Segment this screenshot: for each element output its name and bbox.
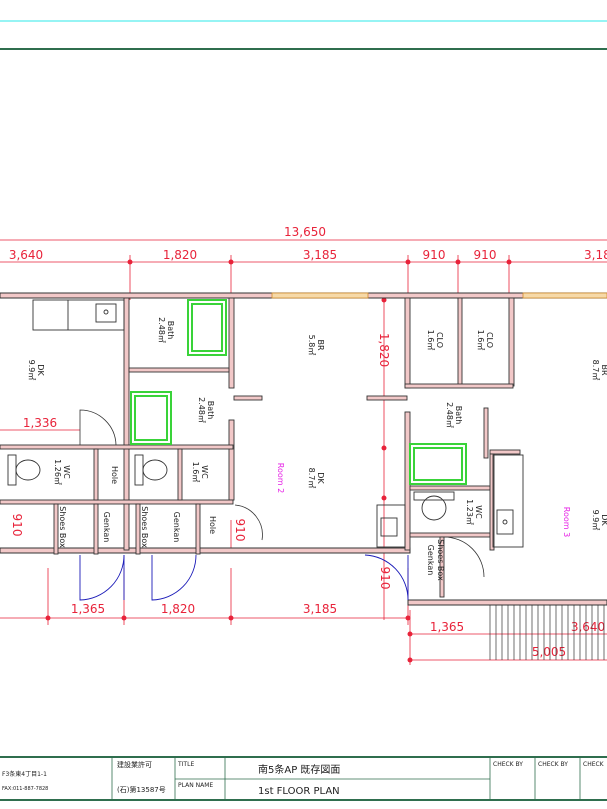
room-dk-left-name: DK bbox=[36, 364, 45, 376]
dim-bottom-1: 1,365 bbox=[71, 602, 105, 616]
dim-bottom-3: 3,185 bbox=[303, 602, 337, 616]
dim-top-6: 3,18 bbox=[584, 248, 607, 262]
room-clo-2-name: CLO bbox=[485, 332, 494, 348]
room-dk-2-area: 8.7㎡ bbox=[307, 468, 316, 489]
dim-vertical-1: 1,820 bbox=[377, 333, 391, 367]
dim-vertical-2: 910 bbox=[378, 567, 392, 590]
window-marks bbox=[271, 292, 607, 299]
room-br-right-area: 8.7㎡ bbox=[591, 360, 600, 381]
title-block bbox=[0, 756, 607, 801]
dim-top-5: 910 bbox=[474, 248, 497, 262]
kitchen-counters bbox=[32, 299, 524, 548]
title-label: TITLE bbox=[177, 761, 194, 768]
room-wc-3-area: 1.23㎡ bbox=[465, 499, 474, 525]
room-genkan-2: Genkan bbox=[172, 512, 181, 543]
dim-total: 13,650 bbox=[284, 225, 326, 239]
check-by-3: CHECK bbox=[583, 761, 605, 768]
dim-small-2: 910 bbox=[10, 514, 24, 537]
dim-vertical-3: 910 bbox=[233, 519, 247, 542]
room-genkan-3: Genkan bbox=[426, 545, 435, 576]
dim-bottom-2: 1,820 bbox=[161, 602, 195, 616]
room-bath-1-area: 2.48㎡ bbox=[157, 317, 166, 343]
room-bath-3-name: Bath bbox=[454, 406, 463, 425]
room-dk-right-name: DK bbox=[600, 514, 607, 526]
title-permit-no: (石)第13587号 bbox=[117, 785, 166, 794]
check-by-1: CHECK BY bbox=[493, 761, 523, 768]
title-address: F3条東4丁目1-1 bbox=[2, 770, 47, 778]
room-wc-1-name: WC bbox=[62, 465, 71, 479]
room-br-2-name: BR bbox=[316, 339, 325, 350]
room-wc-2-area: 1.6㎡ bbox=[191, 462, 200, 483]
dim-bottom-total: 5,005 bbox=[532, 645, 566, 659]
door-swings bbox=[79, 409, 485, 578]
room-clo-2-area: 1.6㎡ bbox=[476, 330, 485, 351]
room-dk-left-area: 9.9㎡ bbox=[27, 360, 36, 381]
dim-top-1: 3,640 bbox=[9, 248, 43, 262]
room-bath-2-name: Bath bbox=[206, 401, 215, 420]
room-3-label: Room 3 bbox=[562, 507, 571, 537]
room-genkan-1: Genkan bbox=[102, 512, 111, 543]
room-shoes-2: Shoes Box bbox=[140, 506, 149, 548]
dim-top-2: 1,820 bbox=[163, 248, 197, 262]
title-fax: FAX:011-887-7828 bbox=[2, 786, 48, 792]
title-text: 南5条AP 既存図面 bbox=[258, 763, 340, 776]
room-clo-1-name: CLO bbox=[435, 332, 444, 348]
room-dk-2-name: DK bbox=[316, 472, 325, 484]
bath-tubs bbox=[130, 299, 467, 485]
doors bbox=[79, 554, 409, 601]
room-2-label: Room 2 bbox=[276, 463, 285, 493]
room-br-right-name: BR bbox=[600, 364, 607, 375]
plan-name-label: PLAN NAME bbox=[178, 782, 213, 789]
interior-walls bbox=[0, 297, 521, 598]
room-wc-1-area: 1.26㎡ bbox=[53, 459, 62, 485]
dim-bottom-right-2: 3,640 bbox=[571, 620, 605, 634]
dim-small-1: 1,336 bbox=[23, 416, 57, 430]
title-permit-label: 建設業許可 bbox=[117, 760, 152, 769]
room-dk-right-area: 9.9㎡ bbox=[591, 510, 600, 531]
room-br-2-area: 5.8㎡ bbox=[307, 335, 316, 356]
stairs bbox=[489, 605, 605, 660]
room-hole-2: Hole bbox=[208, 516, 217, 534]
dim-top-3: 3,185 bbox=[303, 248, 337, 262]
room-clo-1-area: 1.6㎡ bbox=[426, 330, 435, 351]
dim-top-4: 910 bbox=[423, 248, 446, 262]
dim-bottom-right-1: 1,365 bbox=[430, 620, 464, 634]
room-wc-3-name: WC bbox=[474, 505, 483, 519]
plan-name: 1st FLOOR PLAN bbox=[258, 786, 340, 797]
room-hole-1: Hole bbox=[110, 466, 119, 484]
room-wc-2-name: WC bbox=[200, 465, 209, 479]
room-bath-1-name: Bath bbox=[166, 321, 175, 340]
room-shoes-1: Shoes Box bbox=[58, 506, 67, 548]
check-by-2: CHECK BY bbox=[538, 761, 568, 768]
toilets bbox=[7, 454, 455, 521]
room-shoes-3: Shoes Box bbox=[436, 539, 445, 581]
room-bath-2-area: 2.48㎡ bbox=[197, 397, 206, 423]
room-bath-3-area: 2.48㎡ bbox=[445, 402, 454, 428]
